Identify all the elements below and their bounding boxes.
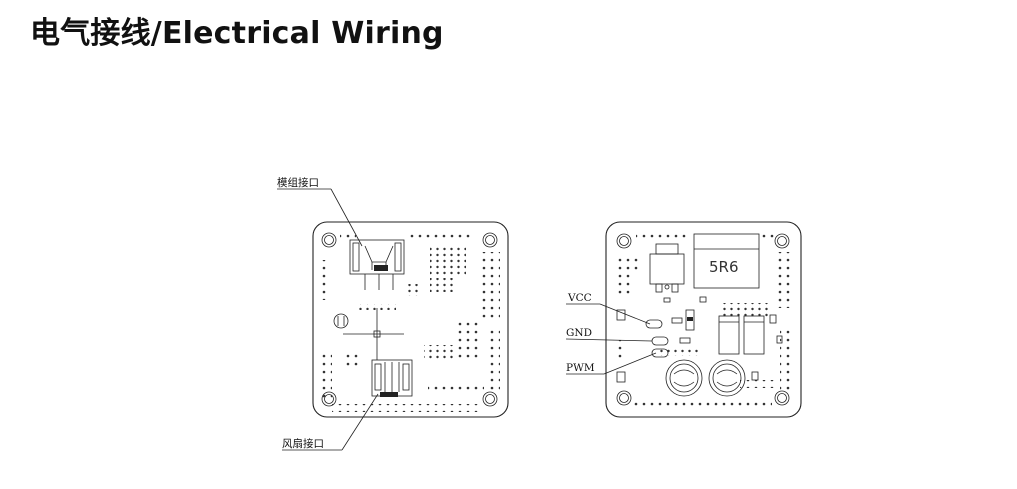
inductor-marking: 5R6 (709, 258, 739, 276)
module-interface-callout: 模组接口 (277, 176, 363, 247)
inductor: 5R6 (693, 233, 760, 289)
left-board-outline (312, 221, 509, 418)
right-board: 5R6 (605, 221, 802, 418)
fan-connector (371, 359, 413, 397)
pwm-label: PWM (566, 362, 595, 374)
pwm-callout: PWM (566, 352, 657, 375)
capacitors (665, 359, 746, 397)
fan-interface-label: 风扇接口 (282, 437, 324, 450)
gnd-label: GND (566, 327, 592, 339)
left-via-dots (318, 232, 500, 412)
fan-interface-callout: 风扇接口 (282, 393, 379, 451)
regulator (649, 243, 707, 303)
smd-parts (616, 309, 783, 383)
module-connector (349, 239, 405, 290)
center-crosshair (333, 308, 404, 360)
right-board-outline (605, 221, 802, 418)
right-via-dots (614, 232, 794, 410)
left-mounting-holes (321, 232, 498, 407)
vcc-label: VCC (567, 292, 592, 304)
module-interface-label: 模组接口 (277, 176, 319, 189)
page-title: 电气接线/Electrical Wiring (30, 16, 444, 51)
vcc-callout: VCC (566, 292, 651, 325)
right-mounting-holes (616, 233, 790, 406)
wire-pads (645, 319, 669, 358)
left-board (312, 221, 509, 418)
gnd-callout: GND (565, 327, 653, 342)
